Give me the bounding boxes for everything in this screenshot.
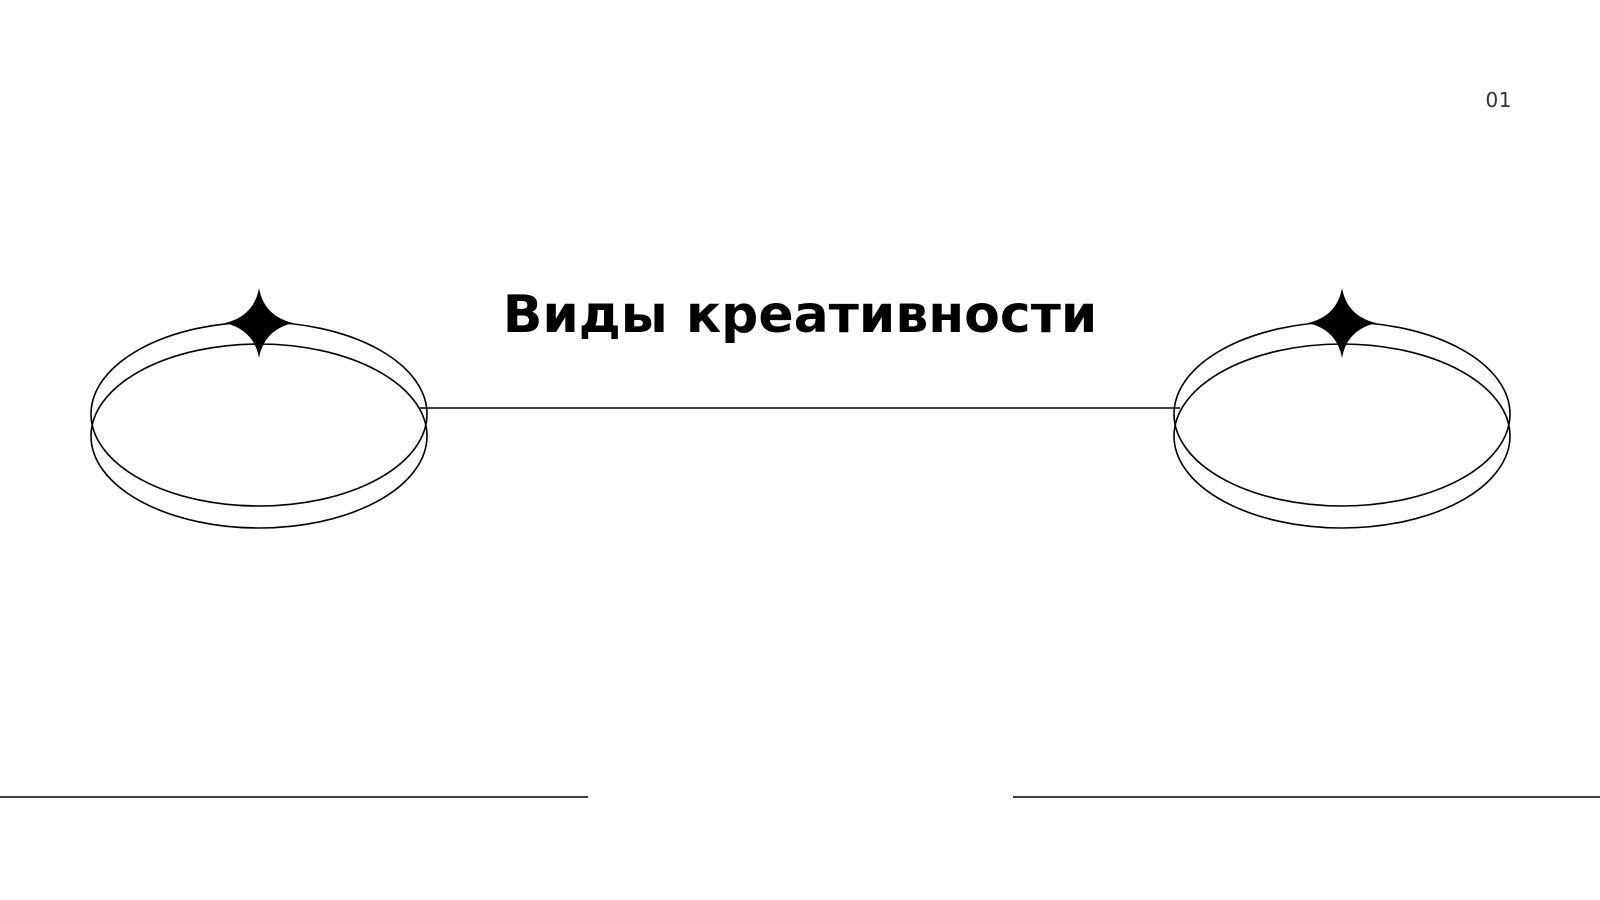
sparkle-icon	[225, 288, 293, 358]
sparkle-ring-icon	[1173, 288, 1511, 529]
slide-number: 01	[1485, 88, 1512, 112]
slide-title: Виды креативности	[502, 285, 1098, 345]
sparkle-ring-icon	[90, 288, 428, 529]
sparkle-icon	[1308, 288, 1376, 358]
